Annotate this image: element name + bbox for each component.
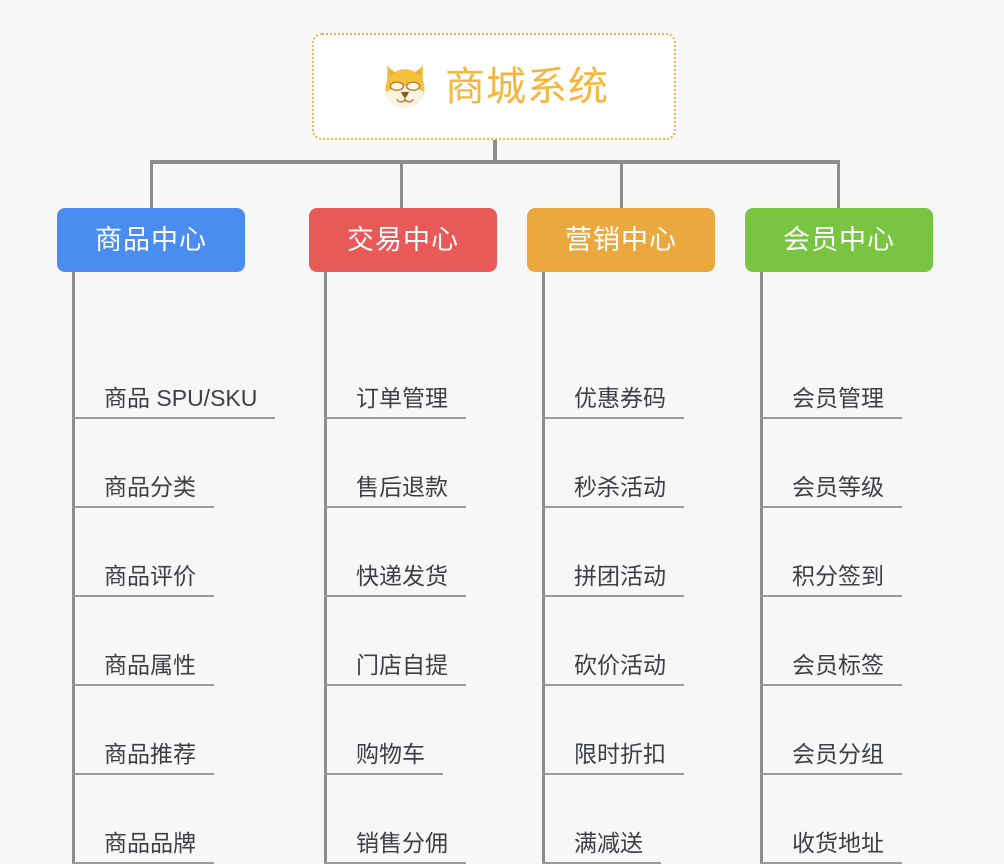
leaf-item-label: 销售分佣 [356, 829, 448, 856]
shiba-dog-face-icon [385, 65, 425, 108]
leaf-item-underline: 购物车 [324, 740, 443, 775]
category-header-member-center[interactable]: 会员中心 [745, 208, 933, 272]
org-chart-canvas: 商城系统 商品中心 商品 SPU/SKU 商品分类商品评价商品属性商品推荐商品品牌… [57, 33, 933, 864]
category-title: 会员中心 [783, 224, 895, 255]
leaf-item-label: 限时折扣 [574, 740, 666, 767]
leaf-item-underline: 商品分类 [72, 473, 214, 508]
leaf-item-label: 订单管理 [356, 384, 448, 411]
leaf-item-label: 满减送 [574, 829, 643, 856]
leaf-item-label: 商品评价 [104, 562, 196, 589]
connector-drop-trade-center [400, 160, 403, 210]
leaf-item-label: 砍价活动 [574, 651, 666, 678]
leaf-item-underline: 会员分组 [760, 740, 902, 775]
category-header-marketing-center[interactable]: 营销中心 [527, 208, 715, 272]
leaf-item-label: 商品品牌 [104, 829, 196, 856]
leaf-item-underline: 砍价活动 [542, 651, 684, 686]
leaf-item-label: 会员管理 [792, 384, 884, 411]
column-trunk-line [324, 272, 327, 864]
leaf-item-label: 拼团活动 [574, 562, 666, 589]
leaf-item-underline: 订单管理 [324, 384, 466, 419]
leaf-item-underline: 会员等级 [760, 473, 902, 508]
leaf-item-label: 商品 SPU/SKU [104, 384, 258, 411]
column-marketing-center: 营销中心 优惠券码秒杀活动拼团活动砍价活动限时折扣满减送 [527, 208, 715, 864]
leaf-item-label: 售后退款 [356, 473, 448, 500]
leaf-item-underline: 商品推荐 [72, 740, 214, 775]
leaf-item-underline: 商品评价 [72, 562, 214, 597]
leaf-item-underline: 收货地址 [760, 829, 902, 864]
column-trunk-line [542, 272, 545, 864]
leaf-item-underline: 商品品牌 [72, 829, 214, 864]
leaf-item-label: 会员分组 [792, 740, 884, 767]
column-product-center: 商品中心 商品 SPU/SKU 商品分类商品评价商品属性商品推荐商品品牌 [57, 208, 276, 864]
leaf-item-label: 购物车 [356, 740, 425, 767]
leaf-item-underline: 售后退款 [324, 473, 466, 508]
leaf-item-underline: 会员管理 [760, 384, 902, 419]
category-title: 商品中心 [95, 224, 207, 255]
leaf-item-label: 优惠券码 [574, 384, 666, 411]
leaf-item-label: 会员标签 [792, 651, 884, 678]
leaf-item-underline: 门店自提 [324, 651, 466, 686]
leaf-item-underline: 商品属性 [72, 651, 214, 686]
column-member-center: 会员中心 会员管理会员等级积分签到会员标签会员分组收货地址 [745, 208, 933, 864]
column-trade-center: 交易中心 订单管理售后退款快递发货门店自提购物车销售分佣 [309, 208, 497, 864]
leaf-item-label: 快递发货 [356, 562, 448, 589]
category-title: 营销中心 [565, 224, 677, 255]
leaf-item-underline: 拼团活动 [542, 562, 684, 597]
leaf-item-underline: 销售分佣 [324, 829, 466, 864]
leaf-item-label: 商品属性 [104, 651, 196, 678]
leaf-item-label: 收货地址 [792, 829, 884, 856]
leaf-item-label: 商品推荐 [104, 740, 196, 767]
leaf-item-underline: 满减送 [542, 829, 661, 864]
leaf-item-underline: 积分签到 [760, 562, 902, 597]
leaf-item-label: 会员等级 [792, 473, 884, 500]
leaf-item-underline: 限时折扣 [542, 740, 684, 775]
leaf-item-label: 门店自提 [356, 651, 448, 678]
leaf-item-underline: 秒杀活动 [542, 473, 684, 508]
leaf-item-underline: 优惠券码 [542, 384, 684, 419]
connector-drop-product-center [150, 160, 153, 210]
leaf-item-underline: 商品 SPU/SKU [72, 384, 276, 419]
connector-drop-marketing-center [620, 160, 623, 210]
connector-horizontal-bus [150, 160, 840, 164]
category-header-product-center[interactable]: 商品中心 [57, 208, 245, 272]
category-header-trade-center[interactable]: 交易中心 [309, 208, 497, 272]
root-node-shop-system[interactable]: 商城系统 [312, 33, 676, 140]
connector-drop-member-center [837, 160, 840, 210]
connector-root-stem [493, 140, 497, 162]
leaf-item-underline: 会员标签 [760, 651, 902, 686]
column-trunk-line [72, 272, 75, 864]
leaf-item-label: 积分签到 [792, 562, 884, 589]
category-title: 交易中心 [347, 224, 459, 255]
leaf-item-underline: 快递发货 [324, 562, 466, 597]
leaf-item-label: 秒杀活动 [574, 473, 666, 500]
root-title: 商城系统 [445, 64, 609, 109]
leaf-item-label: 商品分类 [104, 473, 196, 500]
column-trunk-line [760, 272, 763, 864]
